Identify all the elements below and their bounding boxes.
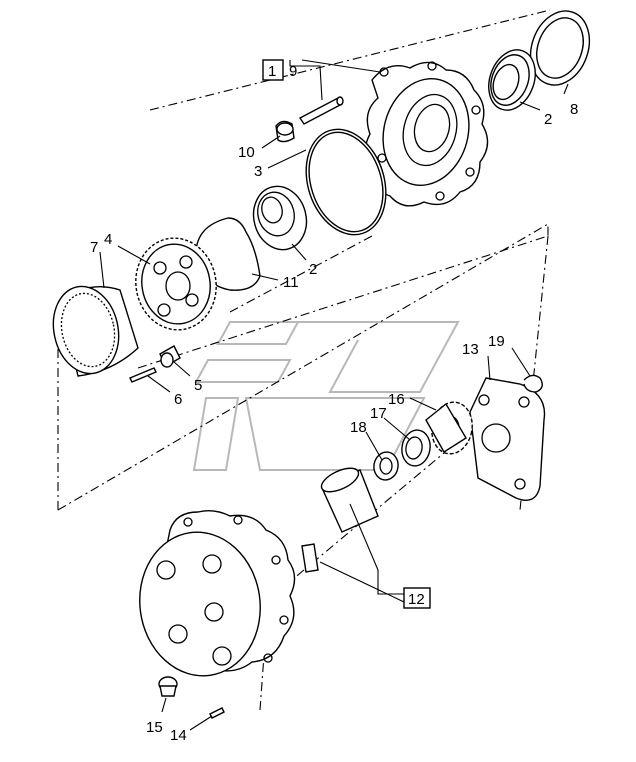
screw-part-6	[129, 367, 157, 383]
bearing-part-2-lower	[252, 185, 308, 251]
callout-4: 4	[104, 231, 112, 248]
plug-part-15	[158, 676, 178, 697]
callout-9: 9	[289, 63, 297, 80]
callout-13: 13	[462, 341, 479, 358]
callout-5: 5	[194, 377, 202, 394]
callout-10: 10	[238, 144, 255, 161]
callout-12: 12	[408, 591, 425, 608]
leader-lines	[99, 59, 569, 731]
callout-1: 1	[268, 63, 276, 80]
shaft	[320, 467, 379, 533]
callout-14: 14	[170, 727, 187, 744]
callout-15: 15	[146, 719, 163, 736]
callout-8: 8	[570, 101, 578, 118]
callout-3: 3	[254, 163, 262, 180]
callout-2-upper: 2	[544, 111, 552, 128]
bushing-part-10	[275, 120, 295, 143]
callout-18: 18	[350, 419, 367, 436]
dowel-part-5	[159, 345, 181, 368]
planet-gear-part-4	[135, 237, 217, 331]
hub-housing-upper	[364, 61, 489, 207]
pin-part-9	[298, 96, 344, 125]
callout-7: 7	[90, 239, 98, 256]
callout-16: 16	[388, 391, 405, 408]
hub-housing-lower	[139, 509, 296, 677]
bearing-part-2-upper	[488, 49, 536, 111]
callout-box-12	[403, 587, 431, 609]
bolt-near-housing	[301, 543, 319, 573]
callout-17: 17	[370, 405, 387, 422]
plate-part-13	[469, 377, 546, 501]
seal-ring-part-8	[529, 10, 591, 86]
gear-part-16	[425, 401, 473, 455]
washer-part-18	[373, 451, 399, 481]
ring-gear-part-7	[52, 285, 139, 377]
callout-19: 19	[488, 333, 505, 350]
o-ring-part-3	[305, 128, 387, 236]
callout-11: 11	[283, 274, 299, 291]
callout-6: 6	[174, 391, 182, 408]
callout-2-lower: 2	[309, 261, 317, 278]
callout-box-1	[262, 59, 284, 81]
clip-part-19	[523, 374, 543, 393]
